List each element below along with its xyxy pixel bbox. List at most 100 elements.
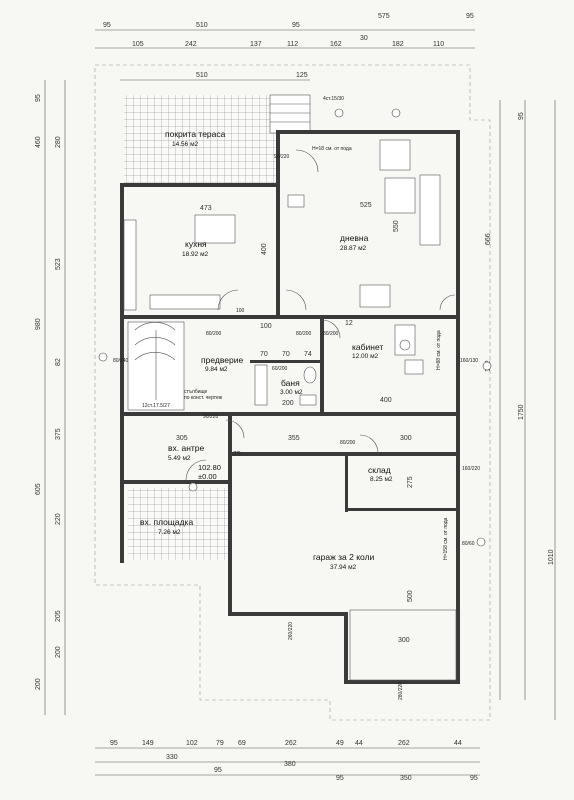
hall-area: 9.84 м2 [205,366,228,373]
opening-4: 80/200 [323,331,339,337]
storage-name: склад [368,465,391,475]
vestibule-name: вх. антре [168,443,205,453]
stair-label: стълбище [184,389,208,395]
bathroom-fixtures [254,364,317,406]
right-dimensions: 95 666 162 1750 1010 [485,100,556,720]
sill-notes: Н=18 см. от пода Н=88 см. от пода Н=158 … [312,146,449,560]
exterior-stair: 4ст.15/30 [269,94,344,134]
bottom-dim-14: 95 [336,775,344,782]
bottom-dim-3: 102 [186,740,198,747]
office-name: кабинет [352,342,383,352]
living-area: 28.87 м2 [340,245,367,252]
top-dim-14: 510 [196,72,208,79]
inner-dim-16: 74 [304,351,312,358]
top-dim-10: 162 [330,41,342,48]
left-dim-11: 200 [55,646,62,658]
right-dim-4: 1750 [518,404,525,420]
left-dim-6: 82 [55,358,62,366]
door-swings [185,149,456,481]
storage-area: 8.25 м2 [370,476,393,483]
right-dim-1: 95 [518,112,525,120]
opening-10: 260/220 [288,622,294,640]
bottom-dim-6: 262 [285,740,297,747]
garage-area: 37.94 м2 [330,564,357,571]
living-furniture [287,139,441,308]
inner-dim-8: 355 [288,435,300,442]
left-dim-5: 980 [35,318,42,330]
bottom-dim-15: 350 [400,775,412,782]
entrance-area: 7.26 м2 [158,529,181,536]
bottom-dim-16: 95 [470,775,478,782]
opening-5: 60/200 [272,366,288,372]
opening-2: 80/200 [206,331,222,337]
left-dim-7: 375 [55,428,62,440]
top-dim-8: 137 [250,41,262,48]
inner-dim-13: 400 [380,397,392,404]
bottom-dim-5: 69 [238,740,246,747]
interior-stair: стълбище по конст. чертеж 12ст.17.5/27 [127,321,223,411]
inner-dim-10: 275 [407,476,414,488]
level-elevation: 102.80 [198,463,221,472]
inner-dimensions: 473 400 525 550 100 12 305 355 300 275 5… [176,202,414,644]
top-dim-5: 95 [466,13,474,20]
top-dim-1: 95 [103,22,111,29]
top-dim-2: 510 [196,22,208,29]
room-labels: покрита тераса 14.56 м2 кухня 18.92 м2 д… [140,129,393,571]
stair-note: 4ст.15/30 [323,96,344,102]
sill-note-living: Н=18 см. от пода [312,146,352,152]
opening-12: 160/130 [460,358,478,364]
left-dim-3: 280 [55,136,62,148]
bottom-dim-11: 330 [166,754,178,761]
inner-dim-2: 400 [261,243,268,255]
top-dim-13: 110 [433,41,444,48]
garage-name: гараж за 2 коли [313,552,375,562]
top-dim-3: 95 [292,22,300,29]
entrance-name: вх. площадка [140,517,193,527]
top-dim-15: 125 [296,72,308,79]
entrance-landing-floor [128,488,232,560]
left-dim-12: 200 [35,678,42,690]
bottom-dim-7: 49 [336,740,344,747]
terrace-name: покрита тераса [165,129,226,139]
sill-note-office: Н=88 см. от пода [436,330,442,370]
right-dim-2: 666 [485,233,492,245]
inner-dim-12: 300 [398,637,410,644]
opening-3: 80/200 [296,331,312,337]
vestibule-area: 5.49 м2 [168,455,191,462]
top-dim-7: 242 [185,41,197,48]
inner-dim-14: 70 [260,351,268,358]
inner-dim-17: 200 [282,400,294,407]
bottom-dim-4: 79 [216,740,224,747]
kitchen-name: кухня [185,239,207,249]
bottom-dim-9: 262 [398,740,410,747]
opening-6: 90/220 [203,414,219,420]
covered-terrace-floor [124,95,280,183]
kitchen-furniture [123,214,236,311]
opening-11: 280/220 [398,682,404,700]
bottom-dim-1: 95 [110,740,118,747]
top-dim-9: 112 [287,41,298,48]
opening-14: 100 [236,308,245,314]
top-dim-6: 105 [132,41,144,48]
left-dim-8: 605 [35,483,42,495]
terrace-area: 14.56 м2 [172,141,199,148]
bottom-dim-8: 44 [355,740,363,747]
stair-steps: 12ст.17.5/27 [142,403,170,409]
stair-sublabel: по конст. чертеж [184,395,223,401]
left-dim-9: 220 [55,513,62,525]
opening-labels: 90/220 80/200 80/200 80/200 60/200 90/22… [113,154,480,700]
bottom-dim-2: 149 [142,740,154,747]
inner-dim-4: 550 [393,220,400,232]
bath-area: 3.00 м2 [280,389,303,396]
inner-dim-6: 12 [345,320,353,327]
left-dim-4: 523 [55,258,62,270]
left-dim-2: 460 [35,136,42,148]
top-dim-11: 30 [360,35,368,42]
inner-dim-18: 25 [233,451,241,458]
top-dim-12: 182 [392,41,404,48]
opening-13: 80/240 [113,358,129,364]
hall-name: предверие [201,355,243,365]
inner-dim-3: 525 [360,202,372,209]
bottom-dim-12: 380 [284,761,296,768]
